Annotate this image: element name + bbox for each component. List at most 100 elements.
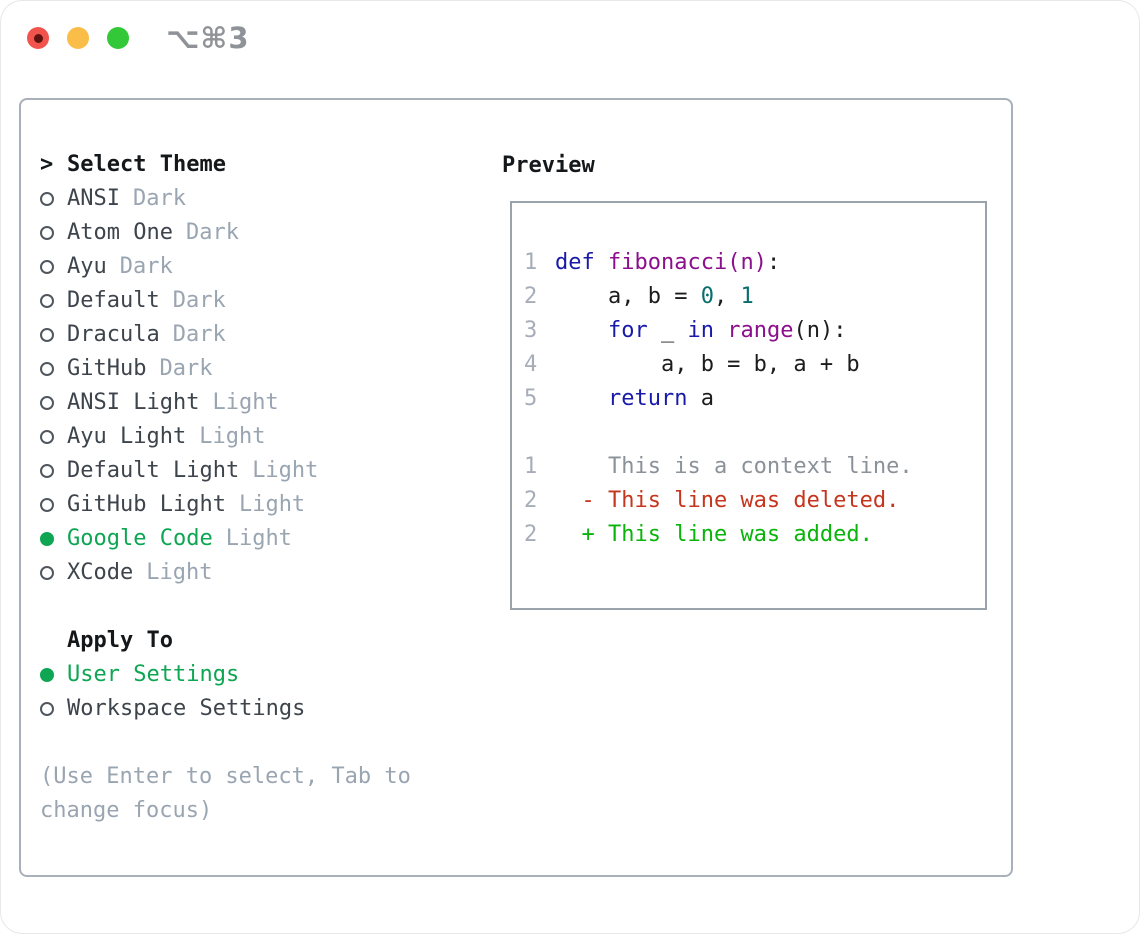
option-tag: Light (225, 526, 292, 551)
theme-option[interactable]: ANSI Dark (40, 182, 480, 216)
code-token: : (766, 249, 781, 275)
radio-icon (40, 532, 54, 546)
option-tag: Dark (172, 322, 226, 347)
code-token: 0 (700, 283, 714, 309)
option-label: Default Light (67, 458, 240, 483)
code-token: a, b = b, a + b (555, 351, 860, 377)
radio-icon (40, 192, 54, 206)
theme-option[interactable]: ANSI Light Light (40, 386, 480, 420)
option-label: Ayu Light (67, 424, 187, 449)
window-title: ⌥⌘3 (166, 21, 250, 55)
radio-marker (40, 226, 67, 240)
line-number: 1 (524, 249, 538, 275)
theme-option[interactable]: GitHub Light Light (40, 488, 480, 522)
theme-option[interactable]: GitHub Dark (40, 352, 480, 386)
apply-to-heading: Apply To (40, 624, 480, 658)
radio-icon (40, 498, 54, 512)
line-content: def fibonacci(n): (555, 250, 780, 275)
radio-marker (40, 668, 67, 682)
radio-marker (40, 260, 67, 274)
line-content: a, b = b, a + b (555, 352, 860, 377)
zoom-button[interactable] (107, 27, 129, 49)
radio-icon (40, 260, 54, 274)
preview-box: 1 def fibonacci(n): 2 a, b = 0, 1 3 for … (510, 201, 987, 610)
line-content: This is a context line. (555, 453, 913, 479)
code-token: , (713, 283, 741, 309)
option-tag: Dark (185, 220, 239, 245)
theme-option[interactable]: Ayu Dark (40, 250, 480, 284)
radio-marker (40, 328, 67, 342)
select-theme-heading: > Select Theme (40, 148, 480, 182)
code-token: _ (647, 317, 688, 343)
diff-preview: 1 This is a context line. 2 - This line … (524, 449, 975, 551)
option-tag: Dark (132, 186, 186, 211)
option-label: Default (67, 288, 160, 313)
option-label: Atom One (67, 220, 173, 245)
code-token: range (727, 317, 794, 343)
line-number: 3 (524, 317, 538, 343)
spacer (40, 590, 480, 624)
code-token (555, 386, 608, 411)
theme-option[interactable]: Google Code Light (40, 522, 480, 556)
code-token: return (607, 385, 688, 411)
line-content: a, b = 0, 1 (555, 284, 754, 309)
code-token (595, 250, 608, 275)
theme-option[interactable]: XCode Light (40, 556, 480, 590)
option-tag: Light (252, 458, 319, 483)
option-label: ANSI (67, 186, 120, 211)
option-tag: Light (146, 560, 213, 585)
preview-title: Preview (502, 152, 595, 178)
radio-marker (40, 566, 67, 580)
code-preview: 1 def fibonacci(n): 2 a, b = 0, 1 3 for … (524, 245, 975, 415)
theme-list: ANSI Dark Atom One Dark Ayu Dark Default… (40, 182, 480, 590)
minimize-button[interactable] (67, 27, 89, 49)
code-token: fibonacci(n) (608, 249, 767, 275)
preview-line: 1 This is a context line. (524, 449, 975, 483)
preview-line: 2 a, b = 0, 1 (524, 279, 975, 313)
radio-marker (40, 464, 67, 478)
radio-icon (40, 328, 54, 342)
radio-icon (40, 566, 54, 580)
option-label: Workspace Settings (67, 696, 306, 721)
option-tag: Dark (119, 254, 173, 279)
apply-option[interactable]: User Settings (40, 658, 480, 692)
radio-marker (40, 294, 67, 308)
line-content: for _ in range(n): (555, 318, 846, 343)
option-label: ANSI Light (67, 390, 200, 415)
radio-marker (40, 192, 67, 206)
preview-line: 2 + This line was added. (524, 517, 975, 551)
keyboard-hint: (Use Enter to select, Tab to change focu… (40, 764, 411, 823)
option-label: User Settings (67, 662, 240, 687)
radio-icon (40, 702, 54, 716)
close-button[interactable] (27, 27, 49, 49)
radio-marker (40, 532, 67, 546)
code-token: def (555, 249, 595, 275)
code-token: a, b = (555, 283, 701, 309)
radio-marker (40, 498, 67, 512)
spacer (40, 726, 480, 760)
option-tag: Light (238, 492, 306, 517)
preview-line: 1 def fibonacci(n): (524, 245, 975, 279)
radio-icon (40, 668, 54, 682)
apply-to-title: Apply To (67, 628, 173, 653)
apply-option[interactable]: Workspace Settings (40, 692, 480, 726)
theme-option[interactable]: Atom One Dark (40, 216, 480, 250)
radio-icon (40, 294, 54, 308)
radio-icon (40, 396, 54, 410)
theme-option[interactable]: Default Dark (40, 284, 480, 318)
option-label: Google Code (67, 526, 213, 551)
theme-option[interactable]: Ayu Light Light (40, 420, 480, 454)
preview-line: 4 a, b = b, a + b (524, 347, 975, 381)
line-number: 1 (524, 453, 538, 479)
option-label: GitHub (67, 356, 147, 381)
theme-option[interactable]: Dracula Dark (40, 318, 480, 352)
code-token: a (687, 385, 714, 411)
option-label: GitHub Light (67, 492, 226, 517)
theme-option[interactable]: Default Light Light (40, 454, 480, 488)
prompt-marker: > (40, 152, 54, 177)
line-content: + This line was added. (555, 521, 873, 547)
line-content: return a (555, 386, 714, 411)
preview-line: 3 for _ in range(n): (524, 313, 975, 347)
radio-marker (40, 362, 67, 376)
